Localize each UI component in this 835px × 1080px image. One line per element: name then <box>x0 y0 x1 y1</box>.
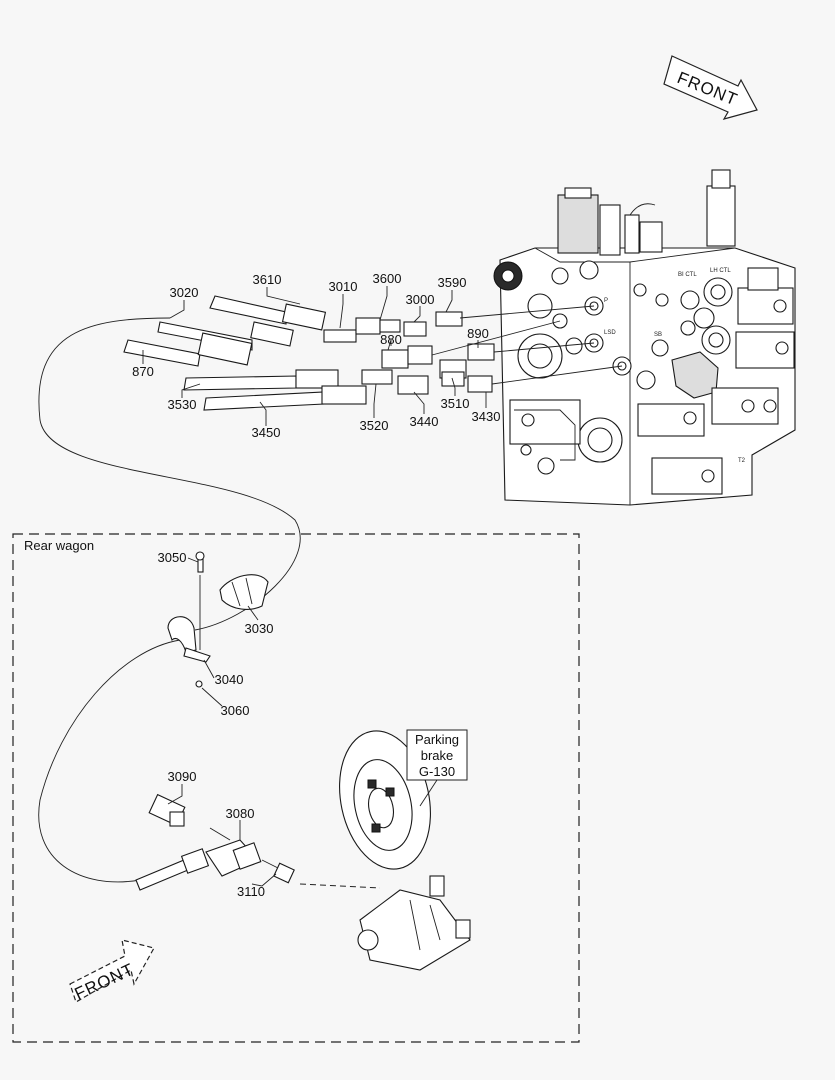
hose-route-line <box>38 317 301 631</box>
label-3080: 3080 <box>226 806 255 821</box>
parking-brake-line1: Parking <box>415 732 459 747</box>
part-labels: 3610 3020 3010 3600 3590 3000 880 890 87… <box>132 271 500 899</box>
port-label-sb: SB <box>654 332 662 338</box>
label-890: 890 <box>467 326 489 341</box>
rear-wagon-box <box>12 533 580 1043</box>
t-fitting-assembly <box>135 793 381 891</box>
label-3090: 3090 <box>168 769 197 784</box>
label-3060: 3060 <box>221 703 250 718</box>
port-label-lh-ctl: LH CTL <box>710 268 731 274</box>
label-3610: 3610 <box>253 272 282 287</box>
port-label-bi-ctl: BI CTL <box>678 272 697 278</box>
label-3040: 3040 <box>215 672 244 687</box>
parking-brake-callout: Parking brake G-130 <box>406 729 468 807</box>
label-3590: 3590 <box>438 275 467 290</box>
parking-brake-line2: brake <box>421 748 454 763</box>
leader-lines <box>142 286 487 887</box>
label-3020: 3020 <box>170 285 199 300</box>
label-3520: 3520 <box>360 418 389 433</box>
label-3430: 3430 <box>472 409 501 424</box>
label-3030: 3030 <box>245 621 274 636</box>
parking-brake-caliper <box>357 875 471 971</box>
label-3000: 3000 <box>406 292 435 307</box>
label-3110: 3110 <box>237 884 265 899</box>
hose-route-line-lower <box>38 639 181 883</box>
front-arrow-bottom: FRONT <box>69 939 155 1004</box>
hoses <box>123 295 623 411</box>
front-arrow-top: FRONT <box>663 55 758 120</box>
label-3440: 3440 <box>410 414 439 429</box>
port-label-lsd: LSD <box>604 330 616 336</box>
valve-block: BI CTL LH CTL LSD P SB T2 <box>493 169 796 506</box>
label-3010: 3010 <box>329 279 358 294</box>
label-3450: 3450 <box>252 425 281 440</box>
label-3510: 3510 <box>441 396 470 411</box>
label-870: 870 <box>132 364 154 379</box>
front-label-bottom: FRONT <box>72 960 138 1004</box>
label-3600: 3600 <box>373 271 402 286</box>
label-3530: 3530 <box>168 397 197 412</box>
clamp-assembly <box>167 551 269 688</box>
rear-wagon-label: Rear wagon <box>24 538 94 553</box>
parking-brake-line3: G-130 <box>419 764 455 779</box>
port-label-p: P <box>604 298 608 304</box>
label-3050: 3050 <box>158 550 187 565</box>
label-880: 880 <box>380 332 402 347</box>
port-label-t2: T2 <box>738 458 746 464</box>
